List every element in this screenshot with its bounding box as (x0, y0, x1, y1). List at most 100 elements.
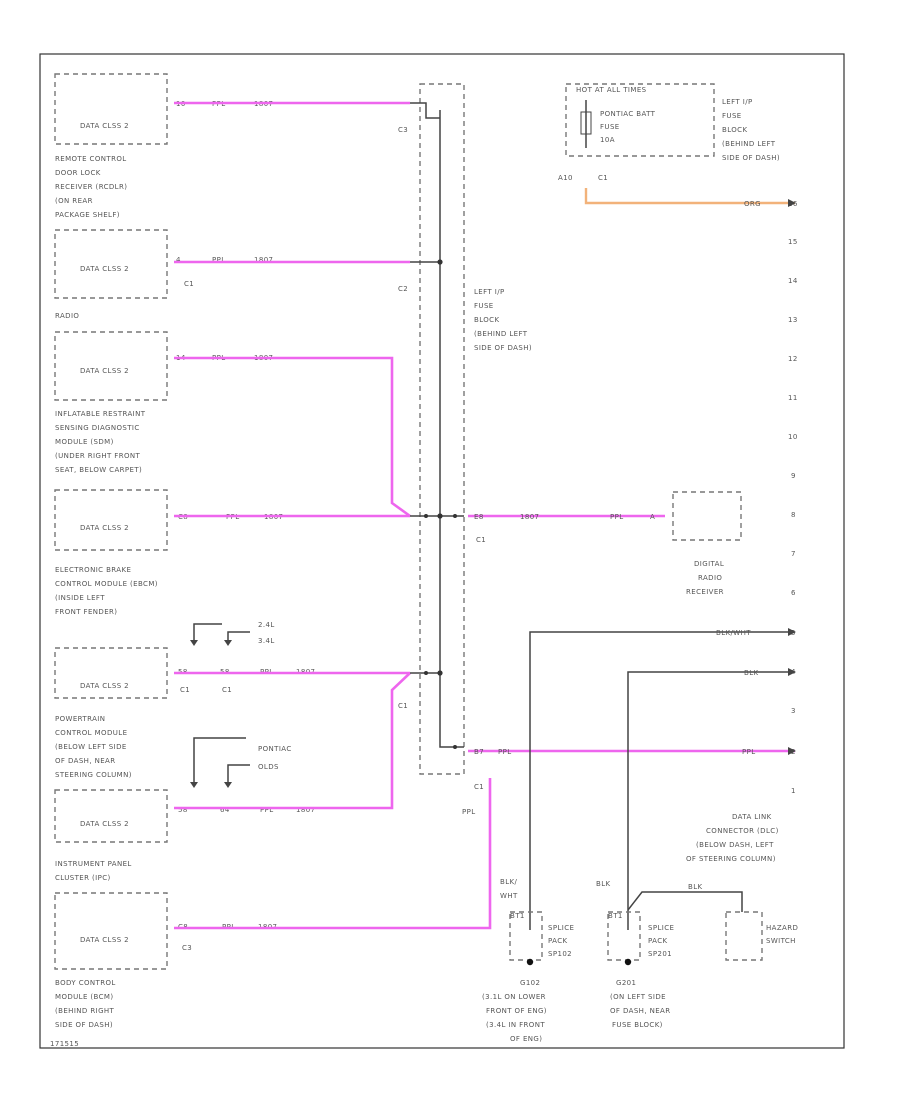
svg-text:OF ENG): OF ENG) (510, 1035, 542, 1043)
svg-text:CONTROL MODULE (EBCM): CONTROL MODULE (EBCM) (55, 580, 158, 588)
svg-text:ORG: ORG (744, 200, 761, 208)
svg-text:DIGITAL: DIGITAL (694, 560, 724, 568)
svg-text:2.4L: 2.4L (258, 621, 275, 629)
module-1-label: REMOTE CONTROL DOOR LOCK RECEIVER (RCDLR… (55, 155, 127, 219)
svg-text:REMOTE CONTROL: REMOTE CONTROL (55, 155, 127, 163)
svg-text:(UNDER RIGHT FRONT: (UNDER RIGHT FRONT (55, 452, 141, 460)
svg-text:CLUSTER (IPC): CLUSTER (IPC) (55, 874, 111, 882)
svg-text:DATA CLSS 2: DATA CLSS 2 (80, 367, 129, 375)
svg-text:PONTIAC: PONTIAC (258, 745, 292, 753)
svg-text:OF STEERING COLUMN): OF STEERING COLUMN) (686, 855, 776, 863)
svg-text:C1: C1 (184, 280, 194, 288)
svg-text:(BEHIND LEFT: (BEHIND LEFT (722, 140, 776, 148)
module-7-label: BODY CONTROL MODULE (BCM) (BEHIND RIGHT … (55, 979, 116, 1029)
svg-text:SP102: SP102 (548, 950, 572, 958)
svg-text:(BELOW LEFT SIDE: (BELOW LEFT SIDE (55, 743, 127, 751)
svg-text:1807: 1807 (296, 806, 315, 814)
svg-text:PACK: PACK (648, 937, 668, 945)
svg-text:DATA CLSS 2: DATA CLSS 2 (80, 820, 129, 828)
dlc-pin-column: 16 15 14 13 12 11 10 9 8 7 6 5 4 3 2 1 (788, 200, 798, 795)
svg-text:PPL: PPL (742, 748, 756, 756)
svg-text:3: 3 (791, 707, 796, 715)
svg-text:FRONT FENDER): FRONT FENDER) (55, 608, 117, 616)
svg-text:C2: C2 (398, 285, 408, 293)
svg-text:CONNECTOR (DLC): CONNECTOR (DLC) (706, 827, 779, 835)
svg-text:SP201: SP201 (648, 950, 672, 958)
svg-text:6: 6 (791, 589, 796, 597)
svg-text:(3.4L IN FRONT: (3.4L IN FRONT (486, 1021, 545, 1029)
svg-text:A: A (650, 513, 655, 521)
splice-pack-sp102: BLK/ WHT BT1 SPLICE PACK SP102 G102 (3.1… (482, 878, 574, 1043)
module-7-bcm-data: DATA CLSS 2 C8 C3 PPL 1807 (54, 892, 277, 970)
svg-text:BLK: BLK (688, 883, 703, 891)
svg-text:10A: 10A (600, 136, 615, 144)
svg-text:7: 7 (791, 550, 796, 558)
module-6-ipc-data: DATA CLSS 2 58 64 PPL 1807 (54, 789, 315, 843)
pink-wires (174, 101, 795, 930)
svg-text:C1: C1 (398, 702, 408, 710)
svg-text:FUSE: FUSE (600, 123, 620, 131)
pcm-make-variants: PONTIAC OLDS (190, 737, 292, 788)
svg-text:9: 9 (791, 472, 796, 480)
svg-text:8: 8 (791, 511, 796, 519)
svg-text:FUSE BLOCK): FUSE BLOCK) (612, 1021, 663, 1029)
dlc-ground-wires: BLK/WHT BLK PPL (529, 199, 796, 930)
module-1-data-label: DATA CLSS 2 (80, 122, 129, 130)
svg-text:SIDE OF DASH): SIDE OF DASH) (722, 154, 780, 162)
digital-radio-receiver: DIGITAL RADIO RECEIVER (672, 491, 742, 596)
svg-text:INFLATABLE RESTRAINT: INFLATABLE RESTRAINT (55, 410, 146, 418)
svg-text:SEAT, BELOW CARPET): SEAT, BELOW CARPET) (55, 466, 142, 474)
svg-text:BODY CONTROL: BODY CONTROL (55, 979, 116, 987)
svg-text:DATA CLSS 2: DATA CLSS 2 (80, 936, 129, 944)
svg-text:BLK/: BLK/ (500, 878, 517, 886)
svg-text:ELECTRONIC BRAKE: ELECTRONIC BRAKE (55, 566, 131, 574)
svg-text:(BEHIND RIGHT: (BEHIND RIGHT (55, 1007, 115, 1015)
svg-text:MODULE (SDM): MODULE (SDM) (55, 438, 114, 446)
page-id: 171515 (50, 1040, 79, 1048)
svg-text:FUSE: FUSE (722, 112, 742, 120)
svg-text:G102: G102 (520, 979, 540, 987)
svg-text:BLK: BLK (596, 880, 611, 888)
svg-text:SPLICE: SPLICE (648, 924, 674, 932)
svg-text:C1: C1 (180, 686, 190, 694)
svg-text:OLDS: OLDS (258, 763, 279, 771)
module-2-radio-data: DATA CLSS 2 4 C1 PPL 1807 (54, 229, 273, 299)
svg-text:11: 11 (788, 394, 798, 402)
svg-text:64: 64 (220, 806, 230, 814)
splice-pack-sp201: BLK BT1 SPLICE PACK SP201 G201 (ON LEFT … (596, 880, 674, 1029)
module-6-label: INSTRUMENT PANEL CLUSTER (IPC) (55, 860, 132, 882)
left-ip-fuse-block: C3 C2 C1 C1 C1 LEFT I/P FUSE BLOCK (BEHI… (398, 83, 532, 791)
svg-text:C1: C1 (222, 686, 232, 694)
svg-text:LEFT I/P: LEFT I/P (474, 288, 505, 296)
svg-text:INSTRUMENT PANEL: INSTRUMENT PANEL (55, 860, 132, 868)
module-3-label: INFLATABLE RESTRAINT SENSING DIAGNOSTIC … (55, 410, 146, 474)
svg-text:STEERING COLUMN): STEERING COLUMN) (55, 771, 132, 779)
svg-text:4: 4 (176, 256, 181, 264)
svg-text:C1: C1 (476, 536, 486, 544)
svg-text:E8: E8 (474, 513, 484, 521)
svg-text:PACK: PACK (548, 937, 568, 945)
svg-text:LEFT I/P: LEFT I/P (722, 98, 753, 106)
module-1-rcdlr-data: DATA CLSS 2 10 PPL 1807 (54, 73, 273, 145)
svg-text:FUSE: FUSE (474, 302, 494, 310)
svg-text:1: 1 (791, 787, 796, 795)
module-2-label: RADIO (55, 312, 79, 320)
svg-text:A10: A10 (558, 174, 573, 182)
svg-text:HAZARD: HAZARD (766, 924, 798, 932)
module-4-ebcm-data: DATA CLSS 2 C8 PPL 1807 (54, 489, 283, 551)
svg-text:BT1: BT1 (510, 912, 525, 920)
svg-text:14: 14 (788, 277, 798, 285)
svg-text:C1: C1 (598, 174, 608, 182)
svg-text:PPL: PPL (498, 748, 512, 756)
svg-text:PONTIAC BATT: PONTIAC BATT (600, 110, 656, 118)
svg-text:DATA LINK: DATA LINK (732, 813, 772, 821)
svg-text:WHT: WHT (500, 892, 518, 900)
svg-text:13: 13 (788, 316, 798, 324)
svg-text:RECEIVER (RCDLR): RECEIVER (RCDLR) (55, 183, 127, 191)
svg-text:BT1: BT1 (608, 912, 623, 920)
svg-text:DATA CLSS 2: DATA CLSS 2 (80, 682, 129, 690)
hazard-switch: BLK HAZARD SWITCH (627, 883, 798, 961)
svg-text:DOOR LOCK: DOOR LOCK (55, 169, 101, 177)
svg-text:12: 12 (788, 355, 798, 363)
